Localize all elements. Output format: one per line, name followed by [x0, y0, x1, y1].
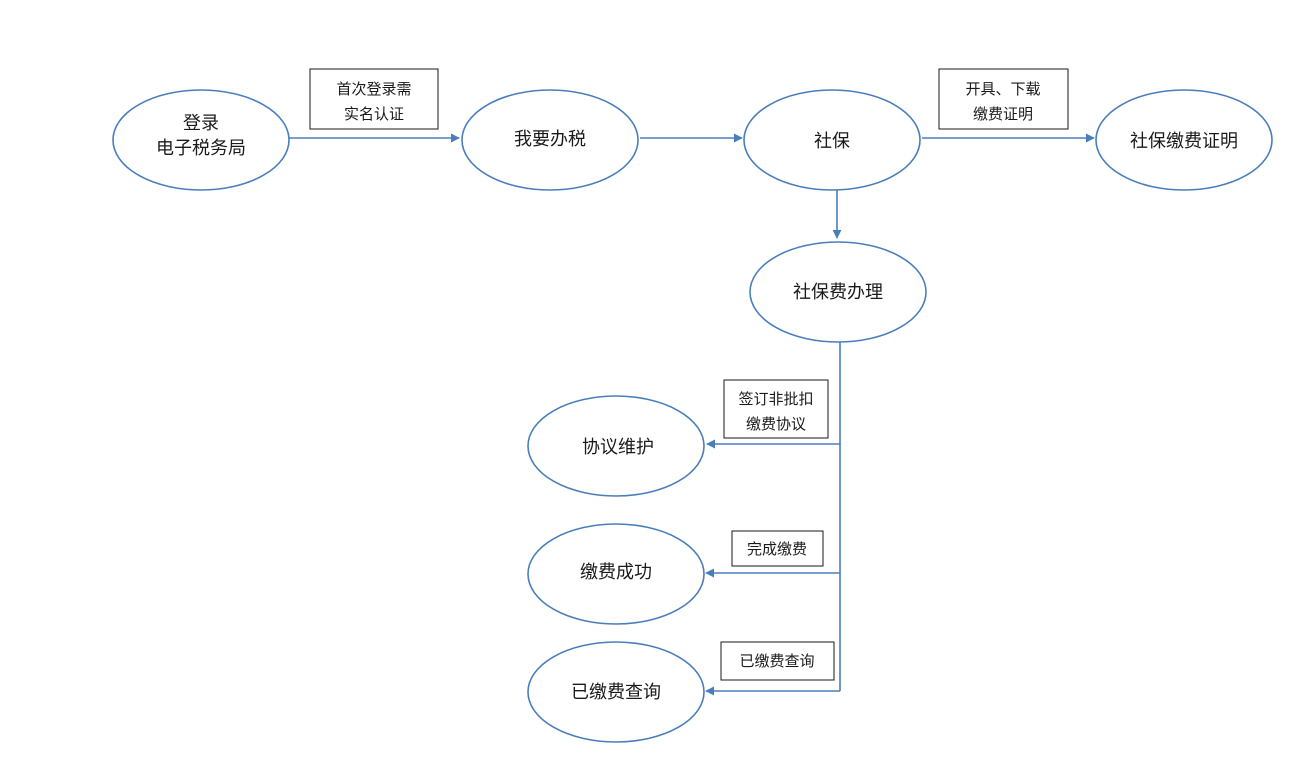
edge-label-first-login: 首次登录需 实名认证 [309, 68, 439, 130]
edge-label-paid-query-text: 已缴费查询 [739, 652, 814, 670]
node-fee-handling-label: 社保费办理 [793, 282, 883, 303]
edge-label-issue-download-line2: 缴费证明 [973, 105, 1033, 123]
edge-label-first-login-line2: 实名认证 [344, 105, 404, 123]
edge-label-issue-download: 开具、下载 缴费证明 [938, 68, 1069, 130]
node-login-line2: 电子税务局 [156, 138, 246, 159]
edge-label-complete-payment-text: 完成缴费 [747, 540, 807, 558]
node-paid-query: 已缴费查询 [527, 641, 705, 743]
node-paid-success-label: 缴费成功 [580, 562, 652, 583]
edge-label-sign-agreement-line1: 签订非批扣 [738, 390, 813, 408]
node-paid-query-label: 已缴费查询 [571, 682, 661, 703]
node-certificate: 社保缴费证明 [1095, 89, 1273, 191]
edge-label-issue-download-line1: 开具、下载 [965, 80, 1040, 98]
node-certificate-label: 社保缴费证明 [1130, 131, 1238, 152]
node-agreement-label: 协议维护 [582, 437, 654, 458]
node-login-line1: 登录 [183, 113, 219, 134]
edge-label-complete-payment: 完成缴费 [731, 530, 824, 567]
edge-label-sign-agreement-line2: 缴费协议 [746, 415, 806, 433]
node-fee-handling: 社保费办理 [749, 241, 927, 343]
edge-label-sign-agreement: 签订非批扣 缴费协议 [723, 379, 829, 439]
edge-label-first-login-line1: 首次登录需 [336, 80, 411, 98]
node-social-security-label: 社保 [814, 131, 850, 152]
edge-label-paid-query: 已缴费查询 [720, 641, 835, 681]
node-agreement: 协议维护 [527, 395, 705, 497]
node-tax: 我要办税 [461, 89, 639, 191]
node-paid-success: 缴费成功 [527, 523, 705, 625]
node-social-security: 社保 [743, 89, 921, 191]
node-tax-label: 我要办税 [514, 129, 586, 150]
node-login: 登录 电子税务局 [112, 89, 290, 191]
